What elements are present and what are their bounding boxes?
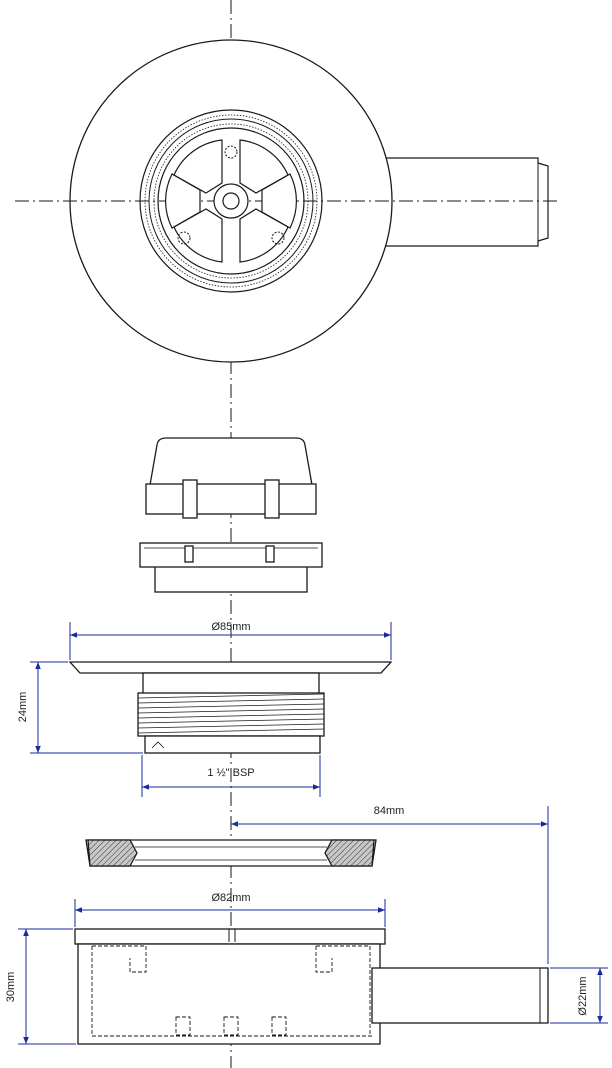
thread-neck bbox=[142, 672, 320, 696]
outlet-spigot-side bbox=[371, 967, 549, 1024]
seal-washer bbox=[85, 839, 377, 867]
grate-screw-holes bbox=[177, 145, 285, 245]
label-outlet-diameter: Ø22mm bbox=[577, 976, 589, 1015]
dimension-lines bbox=[18, 622, 608, 1045]
top-view bbox=[15, 39, 560, 363]
body-bowl bbox=[77, 943, 381, 1045]
outlet-spigot-top bbox=[380, 157, 549, 247]
body-hidden-lines bbox=[91, 945, 372, 1037]
label-outlet-offset: 84mm bbox=[374, 805, 405, 817]
grate-ring-inner bbox=[157, 127, 305, 275]
grate-centre-hole bbox=[222, 192, 240, 210]
grate-openings bbox=[165, 139, 297, 263]
label-body-diameter: Ø82mm bbox=[211, 892, 250, 904]
grate-ring-outer bbox=[139, 109, 323, 293]
flange-plate bbox=[68, 661, 393, 674]
thread-lines bbox=[137, 693, 325, 749]
label-body-height: 30mm bbox=[5, 972, 17, 1003]
body-rim bbox=[74, 928, 386, 945]
label-thread-size: 1 ½" BSP bbox=[207, 767, 254, 779]
dome-cap bbox=[145, 437, 317, 519]
label-height-upper: 24mm bbox=[17, 692, 29, 723]
dimension-labels: Ø85mm 24mm 1 ½" BSP 84mm Ø82mm 30mm Ø22m… bbox=[5, 621, 589, 1016]
waste-body-side bbox=[74, 928, 549, 1045]
threaded-flange bbox=[68, 661, 393, 754]
strainer-insert bbox=[139, 542, 323, 593]
label-flange-diameter: Ø85mm bbox=[211, 621, 250, 633]
